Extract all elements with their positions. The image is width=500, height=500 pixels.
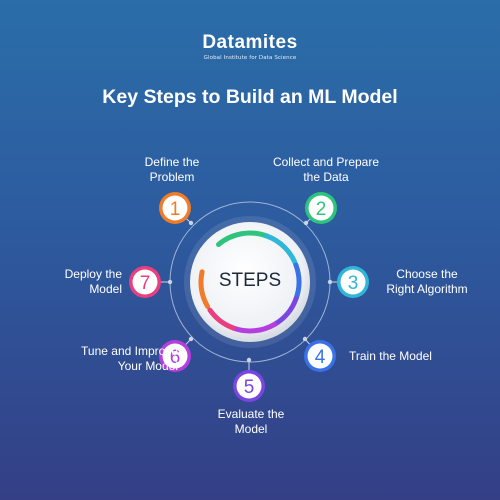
step-number-6: 6 — [170, 347, 181, 368]
step-badges: 1 2 3 4 5 6 7 — [129, 192, 369, 402]
center-label: STEPS — [218, 270, 282, 291]
step-label-5: Evaluate the Model — [217, 407, 285, 436]
step-number-3: 3 — [348, 273, 359, 294]
step-label-6: Tune and Improve Your Model — [81, 344, 178, 373]
step-number-1: 1 — [170, 199, 181, 220]
brand-tagline: Global Institute for Data Science — [203, 55, 297, 61]
brand-name: Datamites — [202, 32, 298, 53]
step-badge-inner — [132, 269, 158, 295]
center-disc — [190, 222, 310, 342]
ring-arc-7 — [207, 307, 236, 331]
step-number-4: 4 — [315, 347, 326, 368]
step-badge-6: 6 — [159, 340, 191, 372]
step-badge-inner — [340, 269, 366, 295]
ring-arc-1 — [198, 269, 211, 309]
connector-dot-6 — [188, 336, 194, 342]
step-badge-inner — [162, 343, 188, 369]
connector-dot-4 — [302, 336, 308, 342]
connector-dot-2 — [303, 220, 309, 226]
step-number-7: 7 — [140, 273, 151, 294]
step-badge-inner — [162, 195, 188, 221]
step-badge-4: 4 — [304, 340, 336, 372]
step-badge-inner — [308, 195, 334, 221]
step-badge-2: 2 — [305, 192, 337, 224]
ring-arc-3 — [264, 233, 299, 268]
step-label-2: Collect and Prepare the Data — [272, 155, 380, 184]
connector-dot-3 — [327, 279, 333, 285]
step-label-1: Define the Problem — [144, 155, 200, 184]
step-badge-3: 3 — [337, 266, 369, 298]
step-label-4: Train the Model — [349, 349, 432, 363]
step-label-7: Deploy the Model — [64, 267, 122, 296]
step-badge-7: 7 — [129, 266, 161, 298]
step-badge-1: 1 — [159, 192, 191, 224]
step-badge-inner — [236, 373, 262, 399]
connector-dot-1 — [188, 220, 194, 226]
connector-dot-7 — [167, 279, 173, 285]
center-ring — [198, 230, 302, 334]
ring-arc-6 — [230, 321, 277, 334]
step-label-3: Choose the Right Algorithm — [386, 267, 468, 296]
connector-dot-5 — [246, 357, 252, 363]
step-badge-inner — [307, 343, 333, 369]
brand-logo: Datamites Global Institute for Data Scie… — [0, 32, 500, 62]
page-title: Key Steps to Build an ML Model — [102, 86, 398, 108]
step-number-5: 5 — [244, 377, 255, 398]
ring-arc-2 — [216, 230, 270, 247]
step-badge-5: 5 — [233, 370, 265, 402]
step-number-2: 2 — [316, 199, 327, 220]
